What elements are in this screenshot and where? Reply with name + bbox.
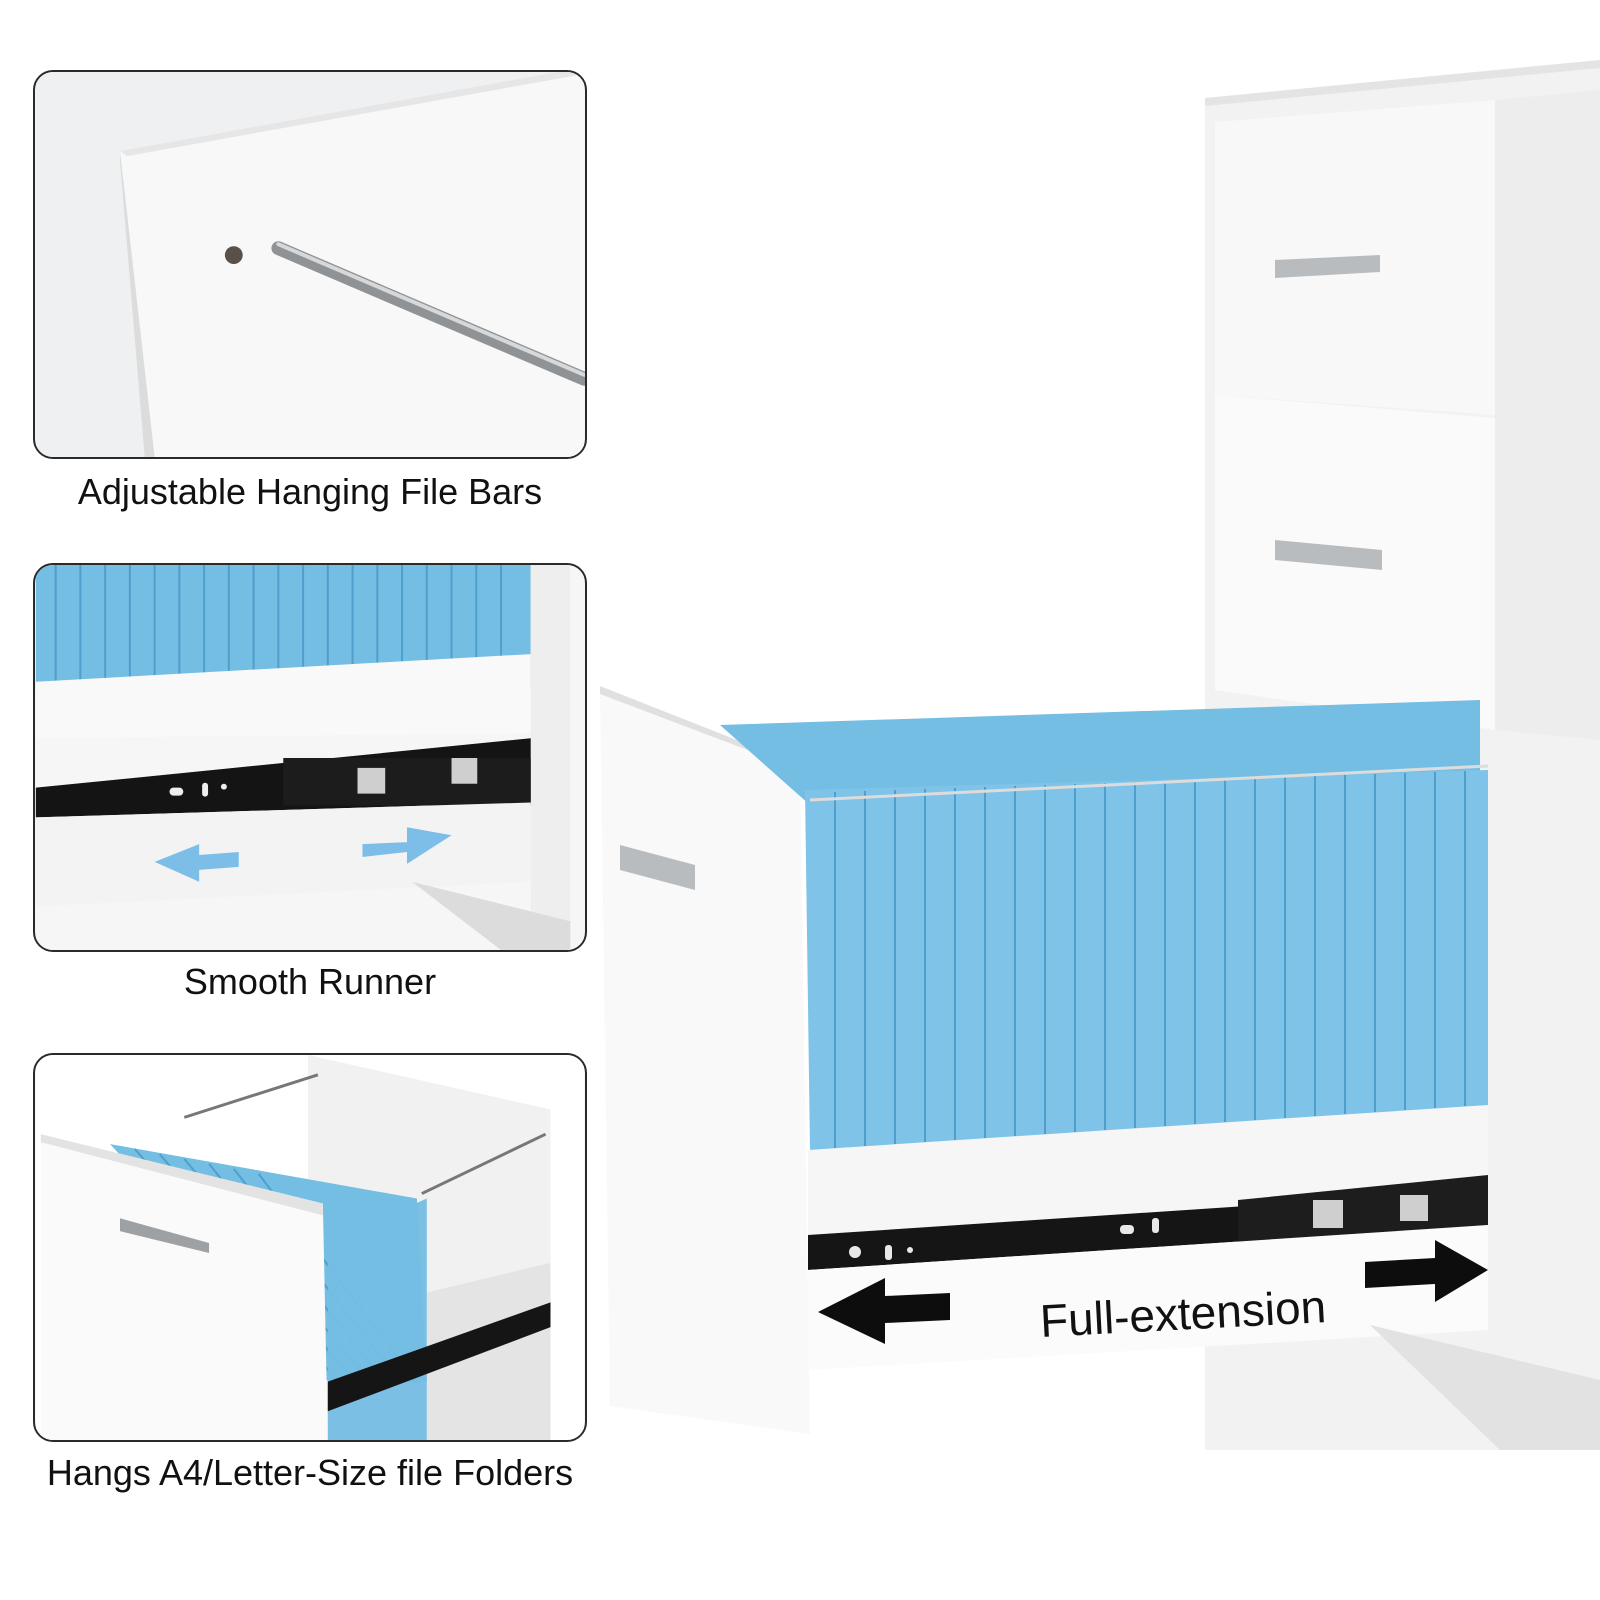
arrow-left-main-icon (818, 1278, 950, 1344)
drawer-front (600, 686, 810, 1434)
smooth-runner-photo (35, 565, 585, 950)
handle-open-drawer (620, 845, 695, 890)
caption-folders: Hangs A4/Letter-Size file Folders (46, 1452, 574, 1493)
cabinet-main-photo (600, 50, 1600, 1450)
folders-photo (35, 1055, 585, 1440)
drawer-handle (119, 1218, 210, 1253)
handle-top (1275, 255, 1380, 278)
arrow-left-icon (154, 844, 239, 882)
panel-hanging-bars (33, 70, 587, 459)
arrow-right-icon (362, 827, 452, 864)
handle-middle (1275, 540, 1382, 570)
panel-smooth-runner (33, 563, 587, 952)
hanging-bars-photo (35, 72, 585, 457)
bar-hole-icon (224, 246, 243, 265)
arrow-right-main-icon (1365, 1240, 1488, 1302)
hanging-bar (271, 241, 585, 386)
caption-smooth-runner: Smooth Runner (183, 961, 437, 1002)
panel-folders (33, 1053, 587, 1442)
caption-hanging-bars: Adjustable Hanging File Bars (77, 471, 543, 512)
